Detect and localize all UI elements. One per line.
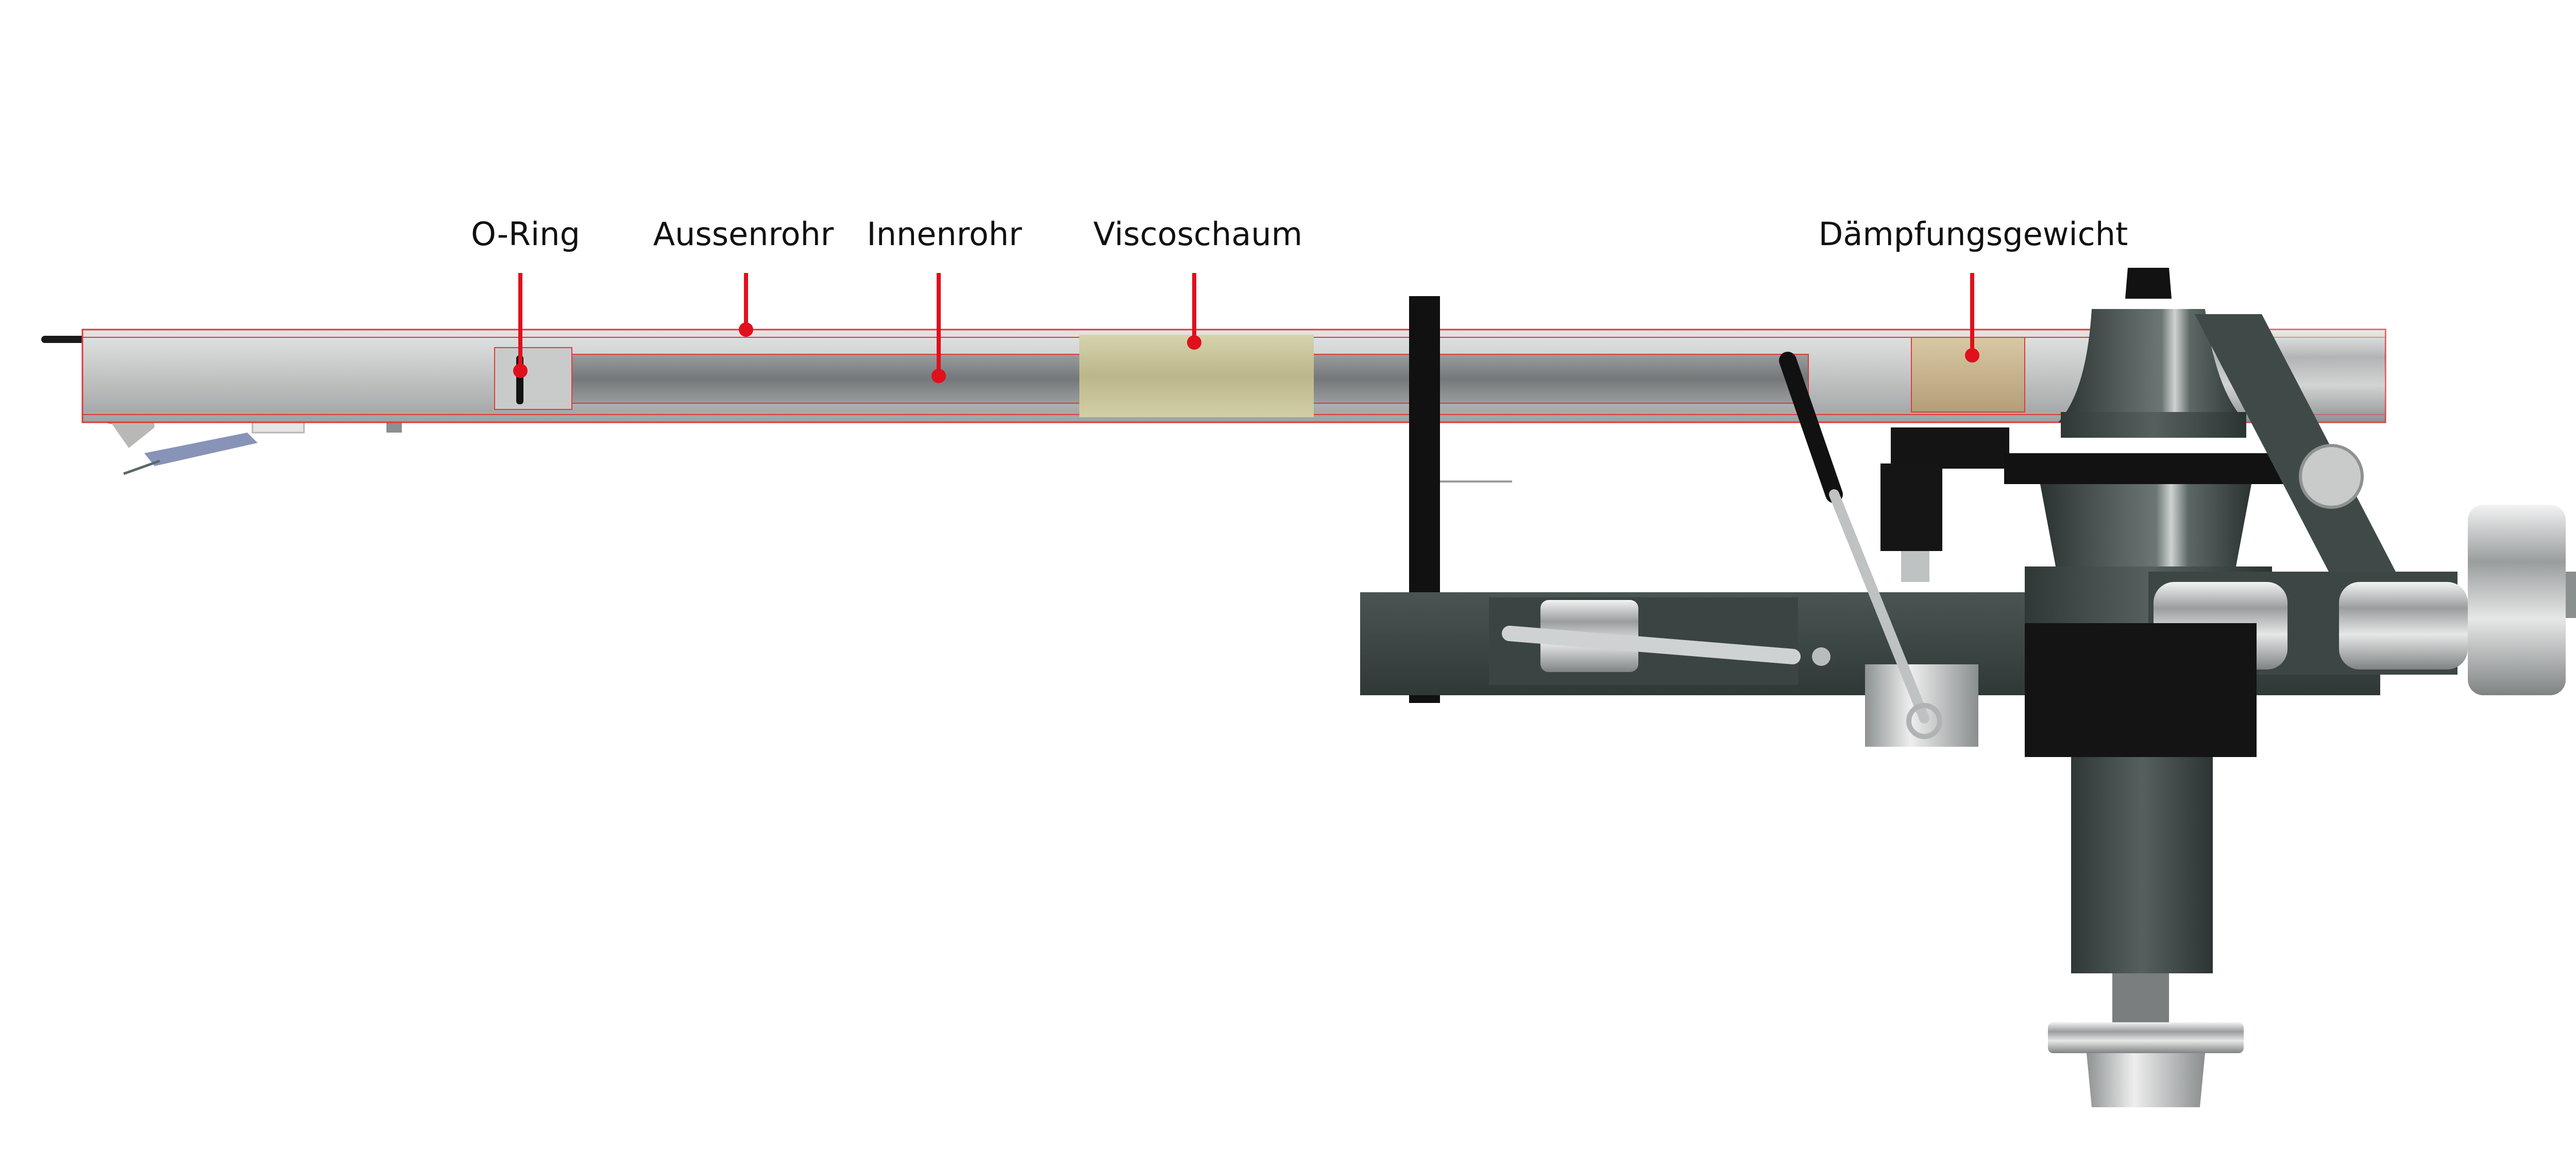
label-viscoschaum: Viscoschaum <box>1093 215 1302 253</box>
label-aussenrohr: Aussenrohr <box>653 215 834 253</box>
label-daempfungsgewicht: Dämpfungsgewicht <box>1818 215 2128 253</box>
callout-lines <box>518 273 1974 376</box>
label-o-ring: O-Ring <box>471 215 580 253</box>
pivot-base-icon <box>1360 268 2576 1107</box>
callout-dots <box>513 322 1979 383</box>
tonearm-tube-icon <box>81 329 2386 423</box>
label-innenrohr: Innenrohr <box>867 215 1022 253</box>
